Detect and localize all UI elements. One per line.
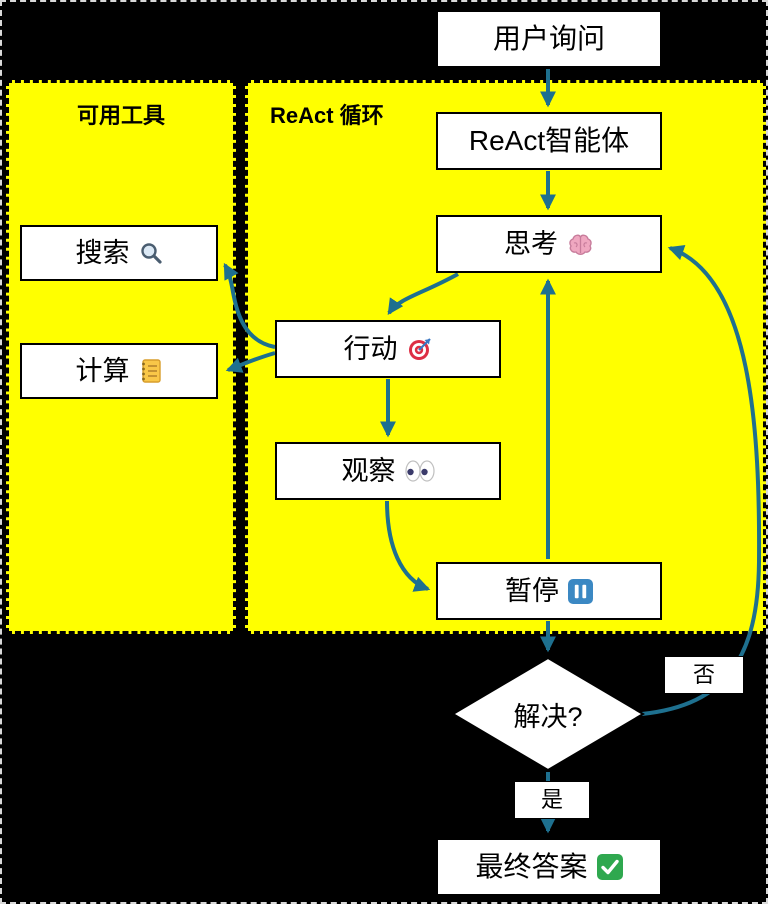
notebook-icon [139,358,163,384]
node-calculate: 计算 [20,343,218,399]
node-think-label: 思考 [504,228,558,259]
node-think: 思考 [436,215,662,273]
node-user-query: 用户询问 [436,10,662,68]
edge-label-yes: 是 [514,781,590,819]
edge-label-no: 否 [664,656,744,694]
node-final-answer: 最终答案 [436,838,662,896]
panel-react-loop-title: ReAct 循环 [270,103,384,128]
magnifier-icon [139,241,163,265]
node-act: 行动 [275,320,501,378]
node-react-agent: ReAct智能体 [436,112,662,170]
eyes-icon [404,460,435,482]
node-solved-label: 解决? [513,701,583,732]
pause-icon [568,578,593,604]
target-icon [407,336,433,362]
node-pause-label: 暂停 [505,575,559,606]
check-icon [596,854,623,880]
node-final-answer-label: 最终答案 [475,851,588,882]
node-observe: 观察 [275,442,501,500]
node-react-agent-label: ReAct智能体 [468,125,630,156]
node-calculate-label: 计算 [75,355,130,386]
node-pause: 暂停 [436,562,662,620]
node-user-query-label: 用户询问 [492,23,605,54]
brain-icon [567,232,594,257]
panel-tools-title: 可用工具 [76,103,165,128]
node-solved-diamond [451,656,645,772]
node-search: 搜索 [20,225,218,281]
node-act-label: 行动 [343,333,398,364]
node-search-label: 搜索 [75,237,130,268]
node-observe-label: 观察 [341,455,396,486]
